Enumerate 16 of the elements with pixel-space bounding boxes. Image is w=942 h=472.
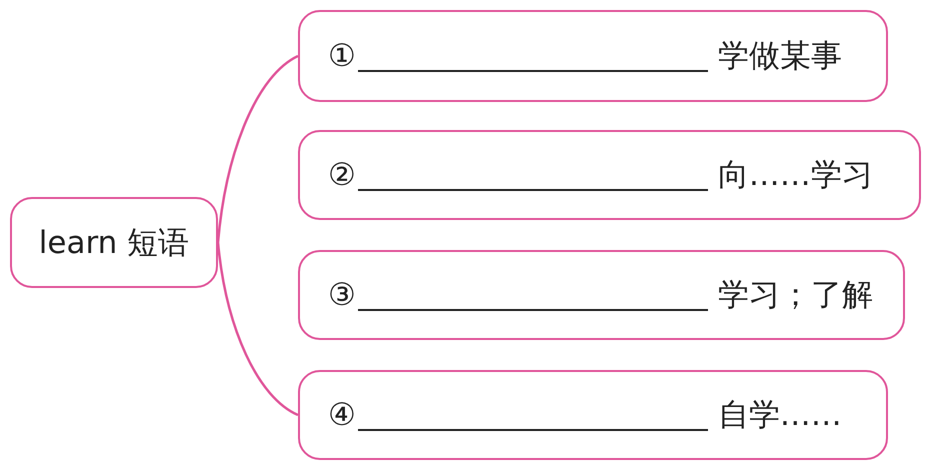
meaning-text: 学习；了解 (718, 276, 873, 315)
meaning-text: 自学…… (718, 396, 842, 435)
answer-box (298, 130, 921, 220)
topic-box (10, 197, 218, 288)
circled-number: ② (328, 157, 356, 193)
connector-line (216, 54, 299, 243)
answer-box (298, 10, 888, 102)
topic-text: learn 短语 (38, 224, 190, 262)
circled-number: ③ (328, 277, 356, 313)
meaning-text: 学做某事 (718, 37, 842, 76)
answer-box (298, 250, 905, 340)
circled-number: ④ (328, 397, 356, 433)
circled-number: ① (328, 38, 356, 74)
connector-line (216, 242, 299, 416)
answer-box (298, 370, 888, 460)
meaning-text: 向……学习 (718, 156, 873, 195)
